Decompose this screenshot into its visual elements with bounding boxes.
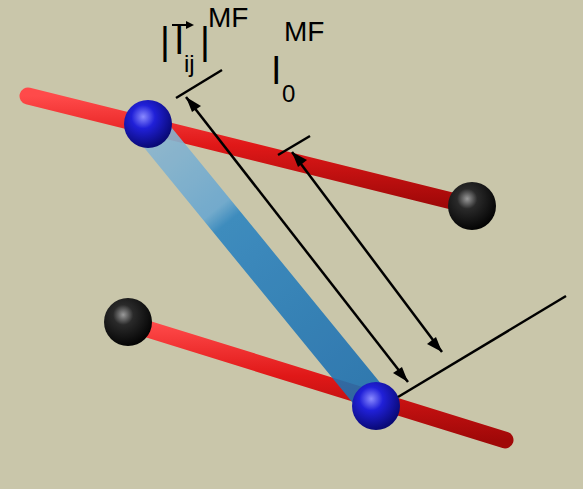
symbol-label: l [272,52,280,90]
symbol-label: l [175,22,183,60]
superscript-label: MF [284,18,324,46]
arrowheads [186,97,442,382]
subscript-label: 0 [282,82,295,106]
superscript-label: MF [208,4,248,32]
subscript-label: ij [184,52,195,76]
upper-rod [28,96,496,230]
bar-label: | [160,22,170,60]
upper-bead [124,100,172,148]
lower-bead [352,382,400,430]
bond [150,128,374,402]
dimension-lines [176,70,566,397]
